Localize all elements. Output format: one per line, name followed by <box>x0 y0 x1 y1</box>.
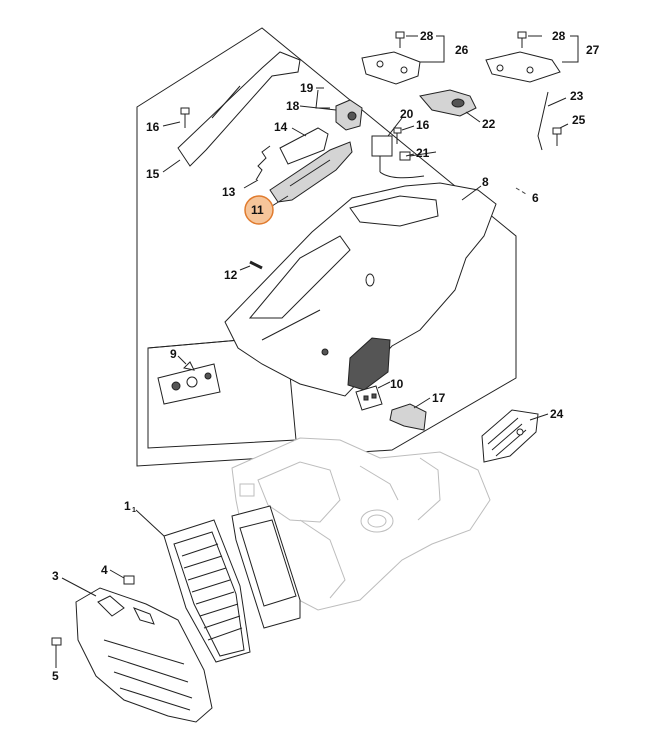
leader-18 <box>299 105 337 111</box>
shroud-cover <box>224 182 497 397</box>
callout-3: 3 <box>52 569 59 583</box>
leader-17 <box>413 397 431 409</box>
leader-20 <box>387 117 403 137</box>
part-28-screw-right <box>517 31 527 48</box>
part-11-lever <box>269 141 353 203</box>
leader-11 <box>271 195 289 207</box>
callout-16-left: 16 <box>146 120 160 134</box>
part-26-cover <box>361 51 421 85</box>
leader-21 <box>405 153 415 157</box>
callout-10: 10 <box>390 377 404 391</box>
part-9-decal <box>157 361 221 405</box>
part-12-pin <box>249 260 263 270</box>
engine-housing <box>231 437 491 611</box>
leader-12 <box>239 265 251 271</box>
leader-16b <box>401 125 415 131</box>
part-4-nut <box>123 575 135 585</box>
callout-12: 12 <box>224 268 238 282</box>
part-18-switch <box>335 99 363 131</box>
callout-23: 23 <box>570 89 584 103</box>
part-15-handle <box>177 51 301 167</box>
part-28-screw-left <box>395 31 405 48</box>
callout-13: 13 <box>222 185 236 199</box>
leader-13 <box>243 179 259 189</box>
callout-19: 19 <box>300 81 314 95</box>
leader-3 <box>61 577 97 597</box>
part-23-rod <box>537 91 549 151</box>
leader-14 <box>291 127 307 137</box>
callout-28-right: 28 <box>552 29 566 43</box>
part-5-screw <box>51 637 62 660</box>
leader-23 <box>547 97 567 107</box>
part-1-air-filter <box>163 505 301 663</box>
callout-9: 9 <box>170 347 177 361</box>
callout-5: 5 <box>52 669 59 683</box>
callout-21: 21 <box>416 146 430 160</box>
part-21-bracket <box>399 151 437 161</box>
part-25-screw <box>552 127 562 146</box>
part-17-pad <box>389 403 427 431</box>
frame-link-9 <box>147 339 241 349</box>
part-20-module <box>371 135 425 179</box>
callout-15: 15 <box>146 167 160 181</box>
callout-20: 20 <box>400 107 414 121</box>
callout-26: 26 <box>455 43 469 57</box>
leader-25 <box>559 123 569 129</box>
leader-9 <box>177 355 187 365</box>
part-22-valve-cover <box>419 89 477 117</box>
leader-15 <box>162 159 181 173</box>
part-14-plate <box>279 127 329 165</box>
callout-22: 22 <box>482 117 496 131</box>
callout-11-highlight <box>244 195 274 225</box>
callout-11: 11 <box>251 203 264 217</box>
part-13-spring <box>255 145 271 181</box>
leader-4 <box>109 569 125 579</box>
part-27-cover <box>485 51 561 83</box>
callout-27: 27 <box>586 43 600 57</box>
callout-14: 14 <box>274 120 288 134</box>
part-24-filter <box>481 409 539 463</box>
part-3-filter-cover <box>75 587 213 723</box>
callout-16-right: 16 <box>416 118 430 132</box>
part-10-clip <box>355 385 383 411</box>
callout-8: 8 <box>482 175 489 189</box>
leader-24 <box>529 413 549 421</box>
leader-16a <box>162 121 181 127</box>
leader-8 <box>461 185 482 201</box>
callout-6: 6 <box>532 191 539 205</box>
part-16-screw-left <box>180 107 190 128</box>
assembly-frame-6 <box>136 27 517 467</box>
callout-25: 25 <box>572 113 586 127</box>
callout-4: 4 <box>101 563 108 577</box>
callout-18: 18 <box>286 99 300 113</box>
callout-1: 1 <box>124 499 131 513</box>
bracket-26 <box>420 35 445 63</box>
callout-1-sub: 1 <box>132 507 136 514</box>
leader-6 <box>515 187 527 195</box>
part-16-screw-right <box>393 127 402 144</box>
callout-28-left: 28 <box>420 29 434 43</box>
leader-10 <box>377 381 391 389</box>
callout-24: 24 <box>550 407 564 421</box>
leader-1 <box>135 509 165 537</box>
callout-17: 17 <box>432 391 446 405</box>
bracket-27 <box>562 35 579 63</box>
part-19-rod <box>315 89 330 109</box>
leader-22 <box>465 111 481 123</box>
